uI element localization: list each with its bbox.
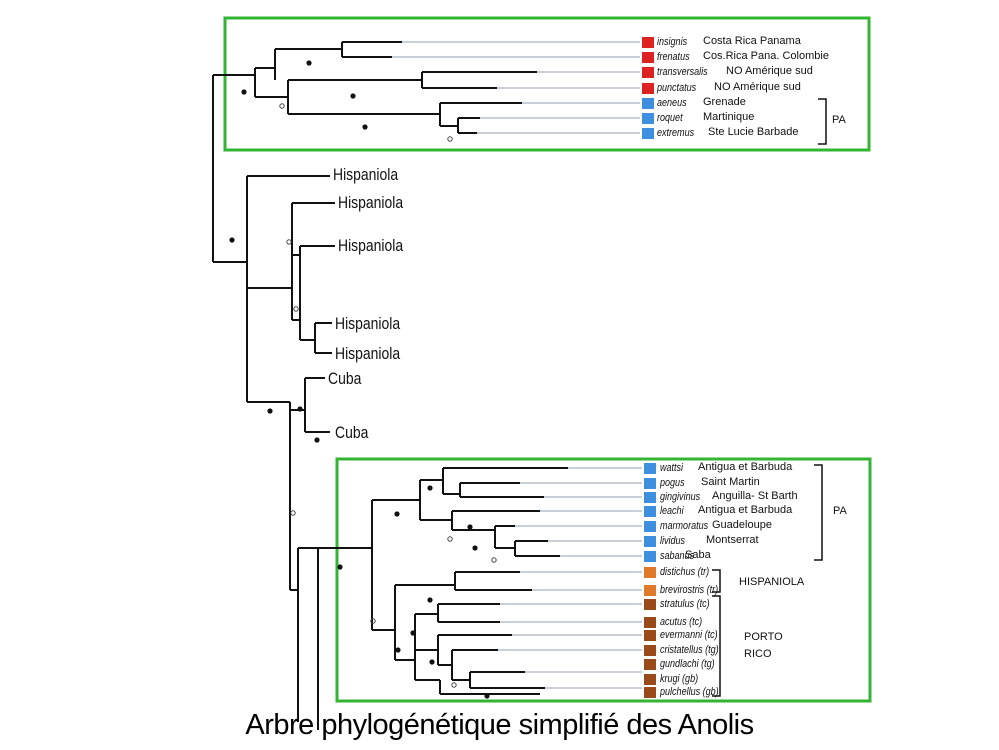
- top-taxon-species-name: transversalis: [657, 66, 708, 78]
- bottom-taxon-species-name: wattsi: [660, 462, 684, 474]
- top-taxon-color-square: [642, 83, 654, 94]
- bottom-taxon-species-name: cristatellus (tg): [660, 644, 719, 656]
- top-group-frame: [223, 16, 871, 152]
- bottom-taxon-color-square: [644, 617, 656, 628]
- bottom-taxon-species-name: acutus (tc): [660, 616, 703, 628]
- top-taxon-locality: Ste Lucie Barbade: [708, 126, 799, 138]
- tree-branches: [212, 41, 568, 730]
- bottom-taxon-species-name: gingivinus: [660, 491, 701, 503]
- bottom-group-frame: [335, 457, 872, 703]
- bottom-taxon-locality: Guadeloupe: [712, 519, 772, 531]
- top-taxon-locality: Martinique: [703, 111, 755, 123]
- bottom-taxon-locality: Montserrat: [706, 534, 759, 546]
- clade-label-hispaniola-4: Hispaniola: [335, 314, 401, 333]
- bottom-taxon-species-name: marmoratus: [660, 520, 709, 532]
- bottom-taxon-color-square: [644, 551, 656, 562]
- bottom-taxon-color-square: [644, 536, 656, 547]
- bottom-taxon-species-name: leachi: [660, 505, 684, 517]
- bottom-taxon-color-square: [644, 478, 656, 489]
- clade-label-hispaniola-2: Hispaniola: [338, 193, 404, 212]
- bottom-taxon-color-square: [644, 585, 656, 596]
- hispaniola-group-label: HISPANIOLA: [739, 576, 805, 588]
- bottom-taxon-species-name: evermanni (tc): [660, 629, 718, 641]
- porto-group-label: PORTO: [744, 631, 783, 643]
- bottom-taxon-species-name: distichus (tr): [660, 566, 710, 578]
- top-taxon-species-name: insignis: [657, 36, 688, 48]
- support-dots: [229, 60, 490, 699]
- top-taxon-species-name: punctatus: [657, 82, 697, 94]
- bottom-taxon-species-name: gundlachi (tg): [660, 658, 715, 670]
- bottom-taxon-color-square: [644, 687, 656, 698]
- clade-label-hispaniola-1: Hispaniola: [333, 165, 399, 184]
- top-taxon-color-square: [642, 37, 654, 48]
- bottom-taxon-species-name: pulchellus (gb): [660, 686, 719, 698]
- figure-caption: Arbre phylogénétique simplifié des Anoli…: [245, 709, 754, 741]
- bottom-taxon-color-square: [644, 630, 656, 641]
- clade-label-hispaniola-5: Hispaniola: [335, 344, 401, 363]
- top-taxon-species-name: frenatus: [657, 51, 690, 63]
- bottom-taxon-color-square: [644, 492, 656, 503]
- top-taxon-locality: Costa Rica Panama: [703, 35, 801, 47]
- top-taxon-species-name: aeneus: [657, 97, 687, 109]
- bottom-taxon-species-name: pogus: [660, 477, 685, 489]
- top-taxon-color-square: [642, 52, 654, 63]
- bottom-taxon-color-square: [644, 463, 656, 474]
- bottom-taxon-color-square: [644, 659, 656, 670]
- bottom-taxon-species-name: krugi (gb): [660, 673, 699, 685]
- bottom-taxon-locality: Anguilla- St Barth: [712, 490, 798, 502]
- top-taxon-locality: NO Amérique sud: [714, 81, 801, 93]
- top-taxon-locality: NO Amérique sud: [726, 65, 813, 77]
- bottom-taxon-color-square: [644, 567, 656, 578]
- brackets: [712, 98, 827, 697]
- top-taxon-species-name: extremus: [657, 127, 695, 139]
- bottom-taxon-color-square: [644, 599, 656, 610]
- top-extensions: [392, 41, 640, 134]
- bottom-taxon-color-square: [644, 674, 656, 685]
- bottom-taxon-species-name: lividus: [660, 535, 686, 547]
- bottom-taxon-species-name: sabanus: [660, 550, 695, 562]
- bottom-taxon-locality: Saint Martin: [701, 476, 760, 488]
- bottom-taxon-locality: Antigua et Barbuda: [698, 504, 793, 516]
- bottom-taxon-locality: Antigua et Barbuda: [698, 461, 793, 473]
- top-taxon-locality: Cos.Rica Pana. Colombie: [703, 50, 829, 62]
- top-taxon-species-name: roquet: [657, 112, 683, 124]
- top-pa-label: PA: [832, 114, 846, 126]
- open-circles: [279, 103, 497, 688]
- bottom-taxon-species-name: brevirostris (tr): [660, 584, 719, 596]
- bottom-taxon-color-square: [644, 506, 656, 517]
- bottom-pa-label: PA: [833, 505, 847, 517]
- top-taxon-color-square: [642, 67, 654, 78]
- clade-label-cuba-2: Cuba: [335, 423, 369, 442]
- top-taxon-locality: Grenade: [703, 96, 746, 108]
- bottom-taxon-color-square: [644, 521, 656, 532]
- bottom-taxon-color-square: [644, 645, 656, 656]
- bottom-taxon-locality: Saba: [685, 549, 711, 561]
- top-taxon-color-square: [642, 98, 654, 109]
- bottom-extensions: [498, 467, 642, 689]
- top-taxon-color-square: [642, 113, 654, 124]
- rico-group-label: RICO: [744, 648, 772, 660]
- clade-label-hispaniola-3: Hispaniola: [338, 236, 404, 255]
- top-taxon-color-square: [642, 128, 654, 139]
- clade-label-cuba-1: Cuba: [328, 369, 362, 388]
- bottom-taxon-species-name: stratulus (tc): [660, 598, 710, 610]
